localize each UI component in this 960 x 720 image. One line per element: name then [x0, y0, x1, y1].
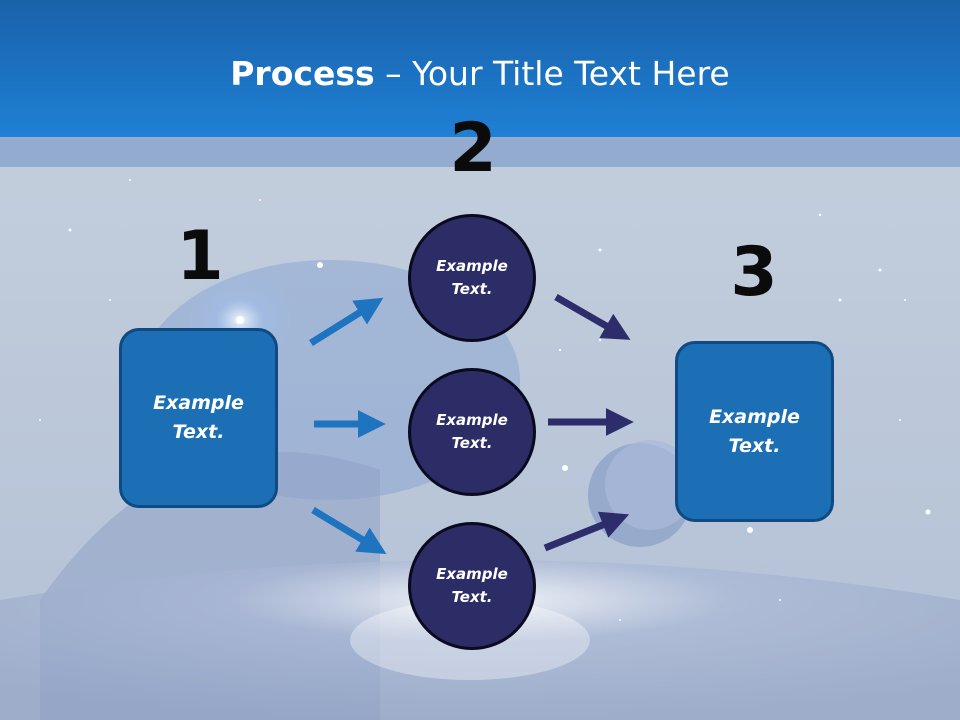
step-number-3: 3 [730, 233, 778, 312]
arrow-1-to-circle-bottom [311, 506, 387, 555]
circle-bottom: Example Text. [408, 522, 536, 650]
circle-middle-line2: Text. [451, 434, 493, 452]
step-1-text: Example Text. [139, 389, 259, 447]
circle-top: Example Text. [408, 214, 536, 342]
circle-bottom-text: Example Text. [427, 563, 517, 609]
step-number-1: 1 [176, 217, 224, 296]
circle-top-text: Example Text. [427, 255, 517, 301]
circle-middle-text: Example Text. [427, 409, 517, 455]
slide-title: Process – Your Title Text Here [0, 52, 960, 96]
step-3-text-line1: Example [709, 405, 800, 428]
circle-top-line1: Example [436, 257, 508, 275]
title-rest: – Your Title Text Here [374, 54, 730, 93]
step-3-text: Example Text. [695, 403, 815, 461]
circle-top-line2: Text. [451, 280, 493, 298]
circle-middle-line1: Example [436, 411, 508, 429]
step-1-text-line1: Example [153, 392, 244, 414]
step-1-text-line2: Text. [172, 421, 225, 443]
step-3-box: Example Text. [675, 341, 834, 522]
circle-bottom-line2: Text. [451, 588, 493, 606]
step-1-box: Example Text. [119, 328, 278, 508]
header-strip [0, 137, 960, 167]
circle-bottom-line1: Example [436, 565, 508, 583]
header-bar [0, 0, 960, 137]
step-number-2: 2 [449, 109, 497, 188]
circle-middle: Example Text. [408, 368, 536, 496]
step-3-text-line2: Text. [728, 434, 781, 457]
title-bold: Process [230, 54, 375, 93]
arrow-1-to-circle-top [309, 297, 384, 346]
arrow-circle-bottom-to-3 [543, 511, 630, 552]
arrow-circle-top-to-3 [554, 293, 631, 340]
